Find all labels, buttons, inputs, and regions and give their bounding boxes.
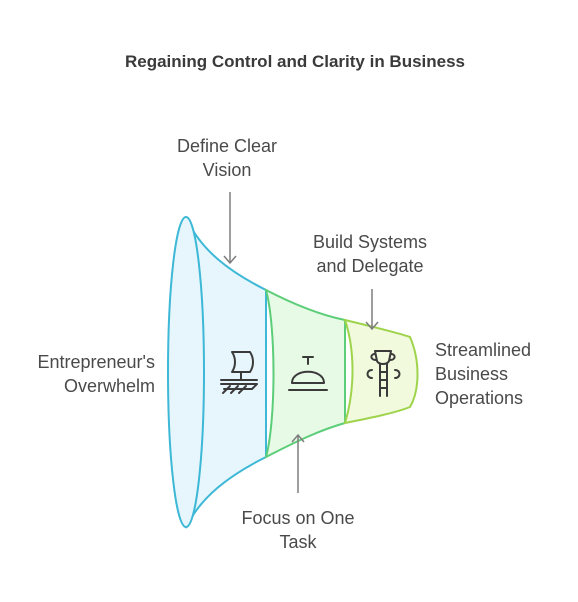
label-streamlined-line2: Business bbox=[435, 364, 508, 384]
label-define-clear-vision-line2: Vision bbox=[203, 160, 252, 180]
label-define-clear-vision-line1: Define Clear bbox=[177, 136, 277, 156]
label-streamlined-line1: Streamlined bbox=[435, 340, 531, 360]
arrow-define-vision bbox=[223, 192, 237, 265]
ship-icon bbox=[220, 351, 258, 394]
label-focus-one-task-line1: Focus on One bbox=[241, 508, 354, 528]
arrow-focus-task bbox=[291, 433, 305, 493]
trophy-ladder-icon bbox=[366, 350, 401, 397]
arrow-build-systems bbox=[365, 289, 379, 331]
diagram-title: Regaining Control and Clarity in Busines… bbox=[125, 52, 465, 71]
service-bell-icon bbox=[288, 356, 328, 391]
label-build-systems-line2: and Delegate bbox=[316, 256, 423, 276]
label-build-systems-line1: Build Systems bbox=[313, 232, 427, 252]
label-focus-one-task-line2: Task bbox=[279, 532, 317, 552]
funnel-mouth bbox=[167, 216, 205, 528]
label-streamlined-line3: Operations bbox=[435, 388, 523, 408]
label-entrepreneurs-overwhelm-line1: Entrepreneur's bbox=[37, 352, 155, 372]
label-entrepreneurs-overwhelm-line2: Overwhelm bbox=[64, 376, 155, 396]
stage-2-focus bbox=[264, 288, 346, 459]
